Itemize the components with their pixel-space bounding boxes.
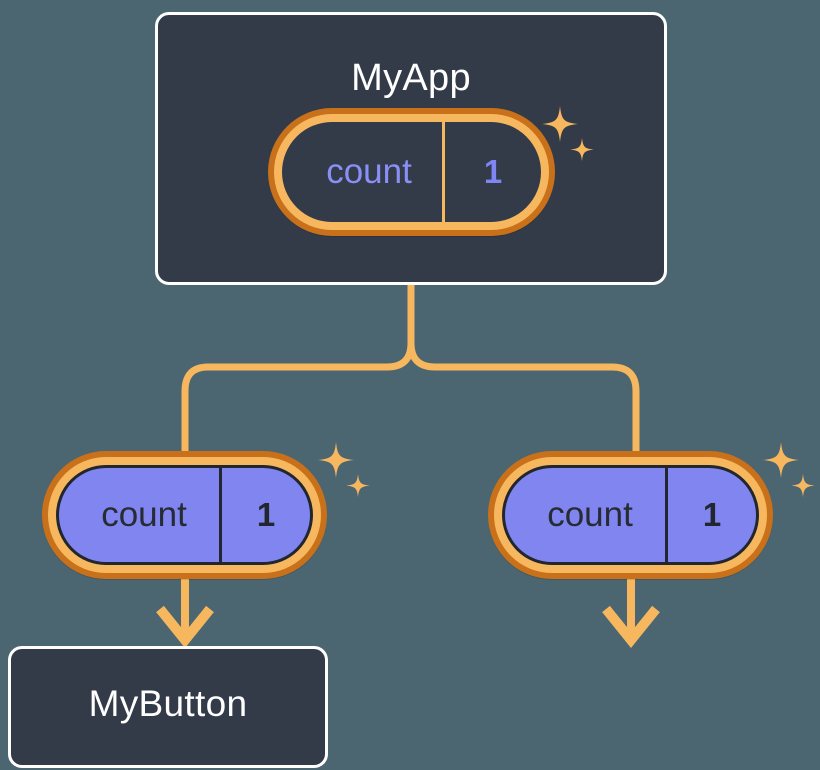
state-pill-ring: count 1 [48, 457, 321, 573]
tree-branch-connector-icon [181, 281, 640, 456]
sparkle-four-point-small-icon [346, 474, 370, 498]
state-pill-ring: count 1 [494, 457, 767, 573]
sparkle-four-point-small-icon [791, 474, 815, 498]
state-pill-face: count 1 [282, 122, 541, 222]
state-pill-right-count[interactable]: count 1 [488, 451, 773, 579]
state-pill-left-count[interactable]: count 1 [42, 451, 327, 579]
state-pill-ring: count 1 [274, 114, 549, 230]
state-value-label: 1 [442, 122, 541, 222]
sparkle-four-point-icon [318, 442, 354, 478]
state-key-label: count [101, 495, 187, 534]
state-pill-face: count 1 [56, 465, 313, 565]
state-value-label: 1 [219, 468, 310, 562]
state-key-label: count [547, 495, 633, 534]
arrow-down-icon [602, 578, 660, 648]
state-pill-face: count 1 [502, 465, 759, 565]
sparkle-four-point-icon [763, 442, 799, 478]
component-title-myapp: MyApp [351, 57, 471, 99]
component-box-mybutton-left[interactable]: MyButton [8, 646, 328, 768]
component-title-mybutton-left: MyButton [88, 683, 248, 724]
state-pill-myapp-count[interactable]: count 1 [268, 108, 555, 236]
state-value-label: 1 [665, 468, 756, 562]
arrow-down-icon [156, 578, 214, 648]
state-key-label: count [326, 152, 412, 191]
